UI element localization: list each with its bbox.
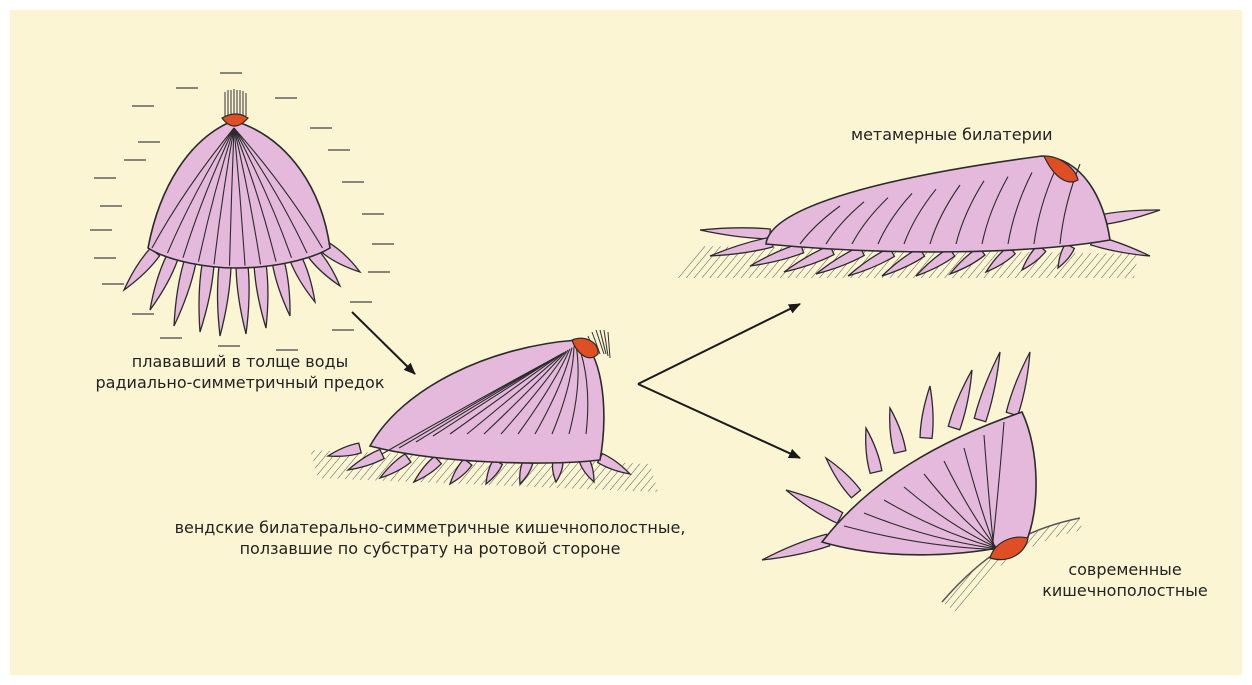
vendian-caption: вендские билатерально-симметричные кишеч… bbox=[120, 517, 740, 559]
caption-line: метамерные билатерии bbox=[851, 124, 1053, 145]
metameric-caption: метамерные билатерии bbox=[851, 124, 1053, 145]
modern-caption: современные кишечнополостные bbox=[1040, 559, 1210, 601]
caption-line: ползавшие по субстрату на ротовой сторон… bbox=[120, 538, 740, 559]
diagram-canvas: плававший в толще воды радиально-симметр… bbox=[10, 10, 1242, 675]
caption-line: плававший в толще воды bbox=[90, 351, 390, 372]
caption-line: кишечнополостные bbox=[1040, 580, 1210, 601]
ancestor-caption: плававший в толще воды радиально-симметр… bbox=[90, 351, 390, 393]
caption-line: вендские билатерально-симметричные кишеч… bbox=[120, 517, 740, 538]
caption-line: радиально-симметричный предок bbox=[90, 372, 390, 393]
caption-line: современные bbox=[1040, 559, 1210, 580]
